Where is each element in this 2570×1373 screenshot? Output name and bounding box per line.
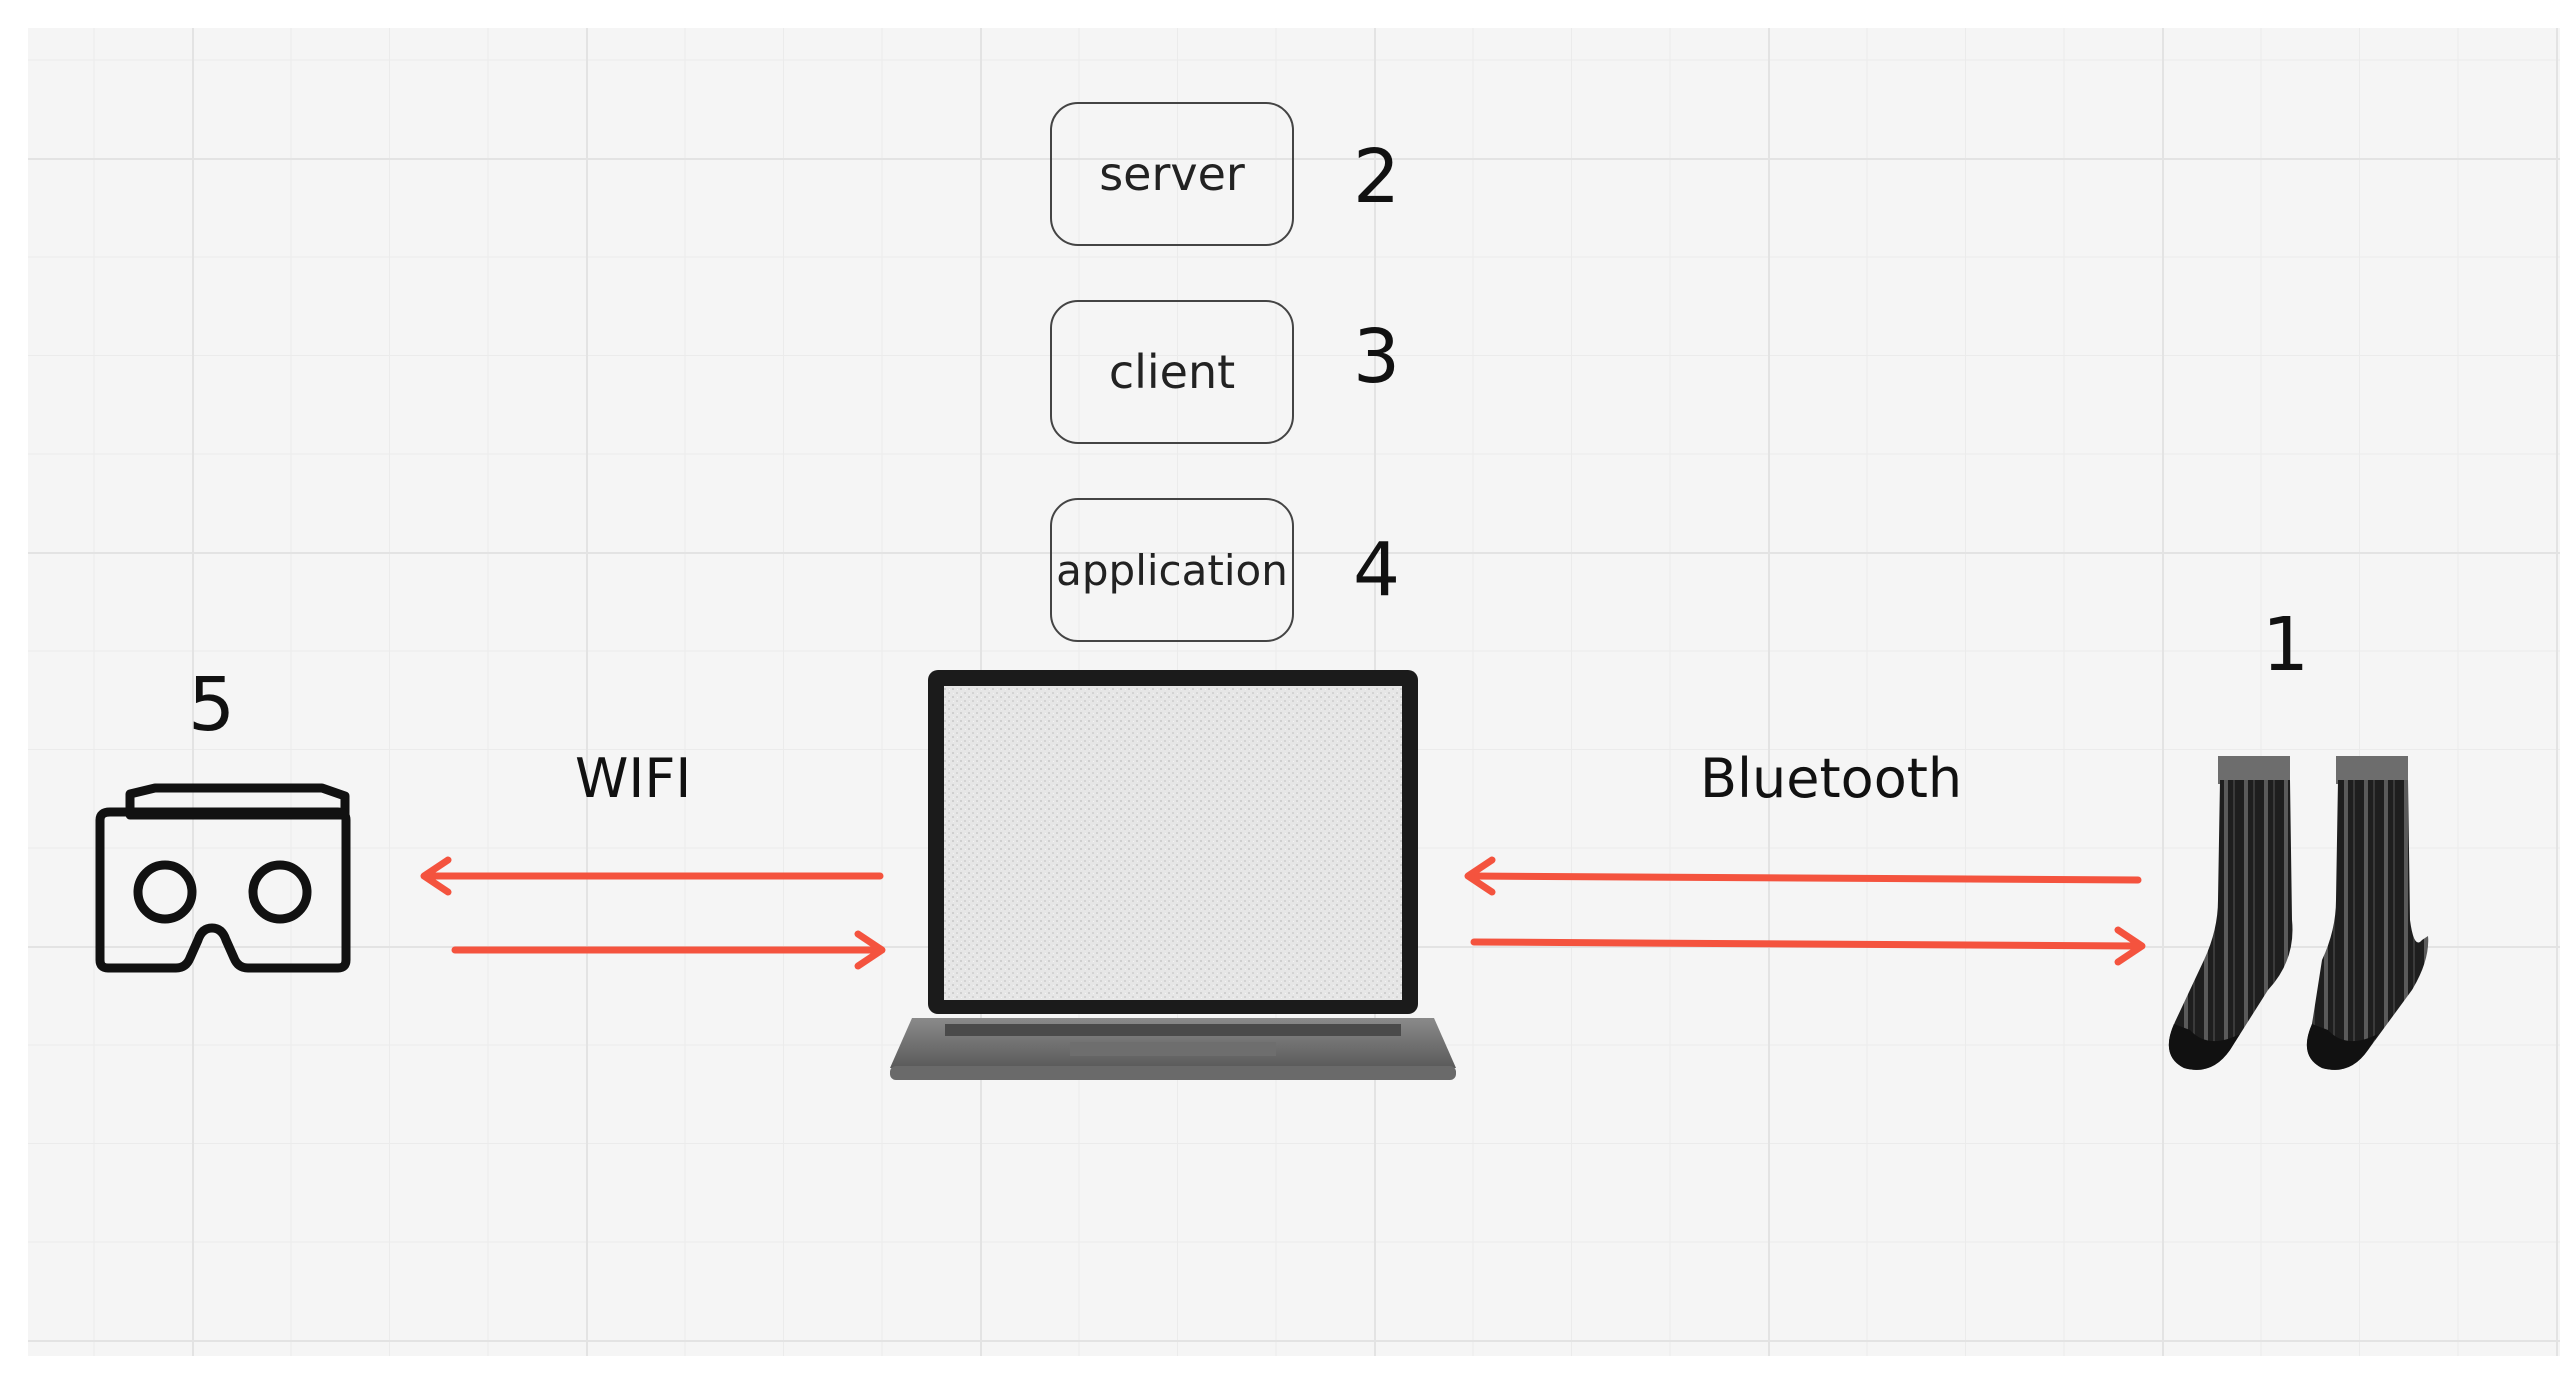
laptop-icon — [890, 670, 1456, 1080]
vr-headset-icon — [95, 783, 351, 973]
wifi-label: WIFI — [575, 747, 692, 810]
client-label: client — [1108, 345, 1236, 399]
application-number: 4 — [1353, 527, 1401, 613]
server-number: 2 — [1353, 134, 1401, 220]
wifi-arrows — [420, 856, 886, 970]
client-number: 3 — [1353, 314, 1401, 400]
bluetooth-arrow-to-laptop — [1464, 856, 2142, 896]
socks-number: 1 — [2262, 602, 2310, 688]
server-label: server — [1099, 147, 1245, 201]
server-box: server — [1050, 102, 1294, 246]
headset-number: 5 — [188, 662, 236, 748]
application-label: application — [1056, 545, 1288, 595]
bluetooth-arrow-to-socks — [1470, 926, 2146, 966]
application-box: application — [1050, 498, 1294, 642]
socks-icon — [2168, 756, 2429, 1070]
client-box: client — [1050, 300, 1294, 444]
bluetooth-arrows — [1464, 856, 2146, 966]
wifi-arrow-to-laptop — [451, 930, 886, 970]
wifi-arrow-to-headset — [420, 856, 884, 896]
bluetooth-label: Bluetooth — [1700, 747, 1963, 810]
